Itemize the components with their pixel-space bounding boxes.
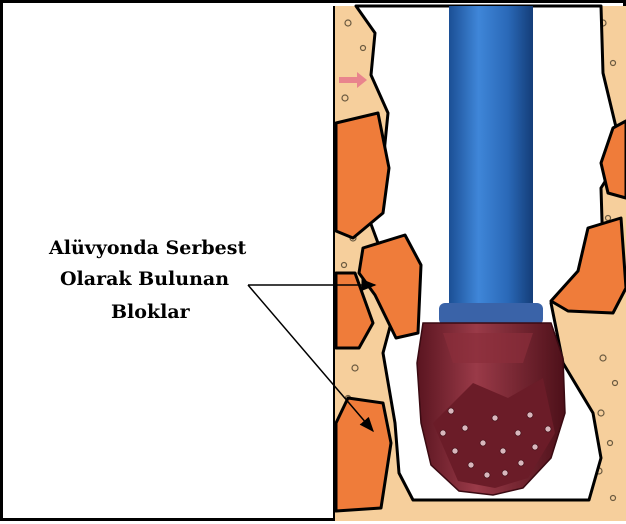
borehole-diagram: [3, 3, 626, 524]
pipe-shoulder: [439, 303, 543, 325]
annotation-line-1: Alüvyonda Serbest: [49, 236, 246, 260]
annotation-line-3: Bloklar: [111, 300, 190, 324]
annotation-line-2: Olarak Bulunan: [60, 267, 229, 291]
boulder-lower-left: [336, 398, 391, 511]
drill-pipe: [449, 6, 533, 336]
